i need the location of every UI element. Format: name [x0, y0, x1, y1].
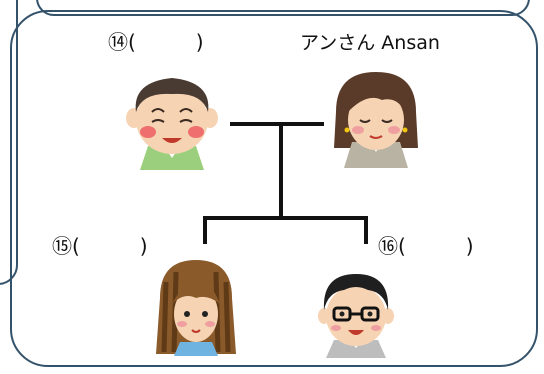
son-with-glasses-face-icon	[318, 274, 394, 358]
family-tree-panel	[10, 10, 538, 367]
grandmother-face-icon	[334, 72, 418, 168]
grandfather-face-icon	[126, 78, 218, 170]
member-14-label: ⑭( )	[108, 30, 204, 54]
daughter-face-icon	[156, 260, 236, 356]
member-16-label: ⑯( )	[378, 234, 474, 258]
ansan-label: アンさん Ansan	[300, 32, 440, 54]
member-15-label: ⑮( )	[52, 234, 148, 258]
tree-lines	[203, 122, 368, 244]
